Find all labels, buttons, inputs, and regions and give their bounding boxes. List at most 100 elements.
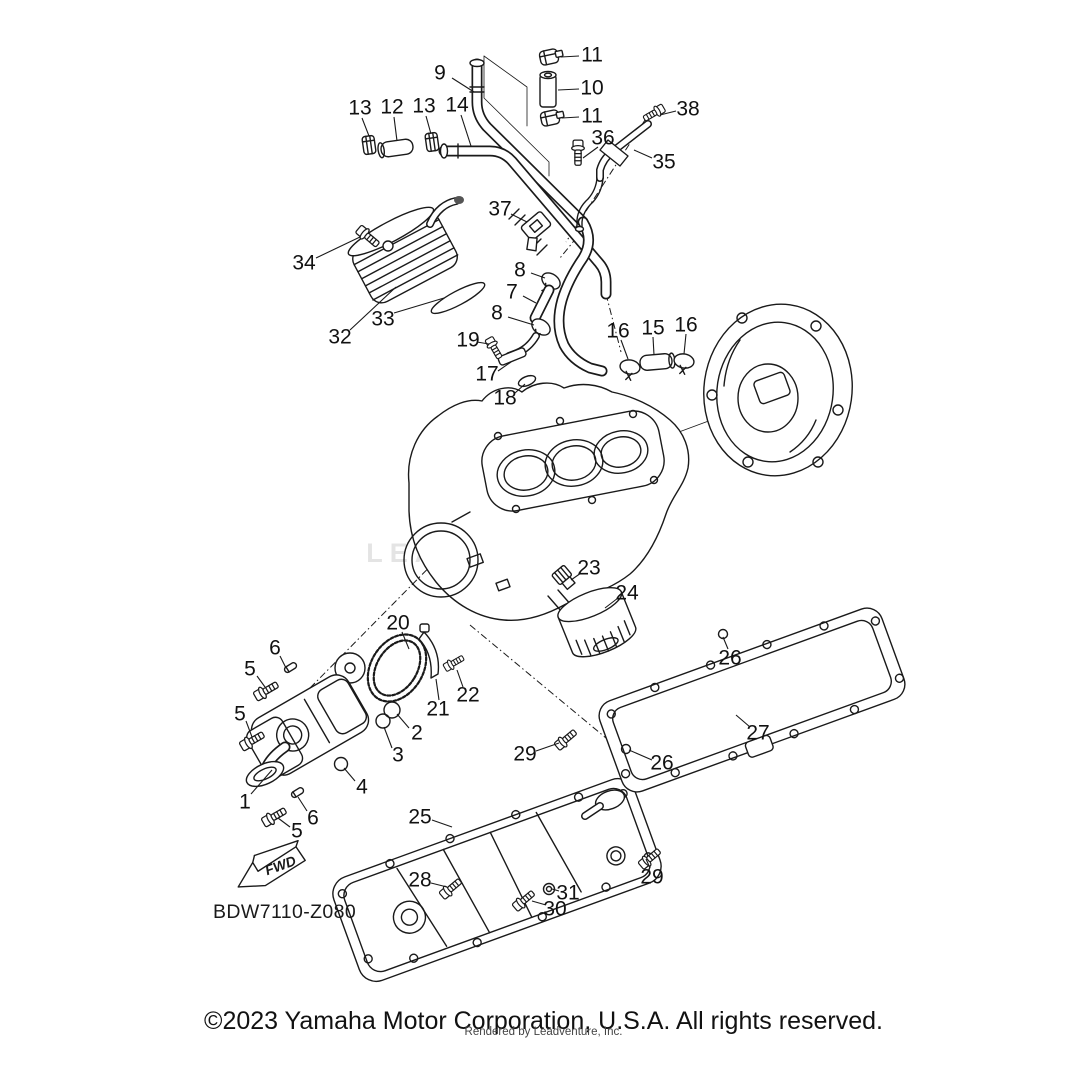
- hose-15: [639, 352, 676, 371]
- bolt-26a: [717, 628, 729, 640]
- callout-13: 13: [412, 95, 435, 118]
- callout-13: 13: [348, 97, 371, 120]
- leader-line-19: [476, 341, 490, 345]
- fwd-arrow: FWD: [237, 840, 306, 888]
- chain-guide-21: [418, 631, 440, 679]
- leader-line-31: [551, 888, 560, 892]
- callout-16: 16: [674, 314, 697, 337]
- oil-pipe-35-group: [571, 102, 667, 233]
- callout-27: 27: [746, 722, 769, 745]
- bolt-19: [483, 335, 506, 362]
- leader-line-8: [507, 316, 535, 326]
- bolt-5c: [259, 804, 290, 830]
- oil-pump-group: [237, 652, 401, 830]
- leader-line-34: [315, 236, 361, 259]
- leader-line-30: [531, 900, 547, 906]
- oil-pan-group: [332, 726, 664, 983]
- callout-2: 2: [411, 722, 423, 745]
- clamp-16a: [617, 357, 642, 383]
- hose-7-8-group: [483, 268, 564, 388]
- callout-1: 1: [239, 791, 251, 814]
- leader-line-21: [435, 678, 440, 701]
- pan-gasket-group: [598, 607, 906, 793]
- drive-chain-20: [366, 633, 428, 703]
- oil-cooler-group: [347, 196, 486, 315]
- rendered-by-text: Rendered by Leadventure, Inc.: [464, 1026, 623, 1038]
- cooler-pipe-end: [454, 196, 464, 204]
- leader-line-5: [245, 720, 253, 738]
- callout-36: 36: [591, 127, 614, 150]
- callout-21: 21: [426, 698, 449, 721]
- crankcase-opening: [403, 522, 479, 598]
- leader-line-13: [361, 117, 370, 137]
- leader-line-10: [557, 88, 580, 91]
- leader-line-26: [722, 636, 729, 650]
- callout-28: 28: [408, 869, 431, 892]
- bolt-26b: [620, 743, 632, 755]
- oil-filter-group: [551, 565, 637, 658]
- oil-cooler-32: [347, 206, 459, 304]
- o-ring-33: [430, 281, 486, 315]
- callout-24: 24: [615, 582, 639, 605]
- hose-15-16-group: [617, 351, 696, 383]
- leader-line-29: [645, 858, 651, 869]
- leader-line-38: [659, 110, 677, 116]
- leader-line-36: [582, 146, 599, 159]
- callout-12: 12: [380, 96, 403, 119]
- engine-block: [403, 382, 690, 622]
- callout-18: 18: [493, 387, 516, 410]
- leader-line-26: [628, 749, 653, 761]
- head-gasket: [481, 410, 665, 512]
- leader-line-35: [633, 149, 653, 159]
- bolt-36: [571, 139, 585, 166]
- cylinder-bores: [496, 430, 649, 497]
- callout-11: 11: [581, 105, 603, 128]
- leader-line-9: [451, 77, 475, 93]
- copyright-text: ©2023 Yamaha Motor Corporation, U.S.A. A…: [204, 1007, 883, 1035]
- callout-38: 38: [676, 98, 699, 121]
- callout-8: 8: [514, 259, 526, 282]
- callout-5: 5: [234, 703, 246, 726]
- callout-33: 33: [371, 308, 394, 331]
- callout-31: 31: [556, 882, 579, 905]
- callout-37: 37: [488, 198, 511, 221]
- hose-clamp-11b: [539, 107, 566, 128]
- callout-32: 32: [328, 326, 351, 349]
- callout-6: 6: [307, 807, 319, 830]
- washer-31: [542, 882, 556, 896]
- o-ring-4: [333, 756, 349, 772]
- callout-11: 11: [581, 44, 603, 67]
- leader-line-28: [430, 882, 448, 888]
- oil-filter-24: [557, 586, 637, 658]
- callout-20: 20: [386, 612, 409, 635]
- callout-26: 26: [718, 647, 741, 670]
- leader-line-11: [561, 116, 580, 119]
- bolt-29a: [552, 726, 580, 753]
- callout-6: 6: [269, 637, 281, 660]
- callout-4: 4: [356, 776, 368, 799]
- callout-35: 35: [652, 151, 675, 174]
- part-code: BDW7110-Z080: [213, 901, 357, 923]
- callout-23: 23: [577, 557, 600, 580]
- pan-gasket-27: [598, 607, 906, 793]
- leader-line-6: [297, 796, 308, 812]
- leader-line-5: [256, 675, 266, 688]
- breather-tube-group: [361, 46, 566, 159]
- callout-30: 30: [543, 898, 566, 921]
- leader-line-37: [510, 213, 528, 223]
- pump-chain-group: [366, 623, 467, 703]
- leader-line-29: [535, 742, 560, 752]
- callout-22: 22: [456, 684, 479, 707]
- callout-19: 19: [456, 329, 479, 352]
- leader-line-6: [279, 655, 287, 669]
- leader-line-2: [396, 713, 410, 729]
- leader-line-25: [431, 819, 453, 828]
- pipe-flange-17: [497, 347, 527, 366]
- hose-joint-37: [520, 211, 552, 252]
- callout-25: 25: [408, 806, 431, 829]
- o-ring-3: [375, 713, 391, 729]
- leader-line-16: [683, 333, 687, 355]
